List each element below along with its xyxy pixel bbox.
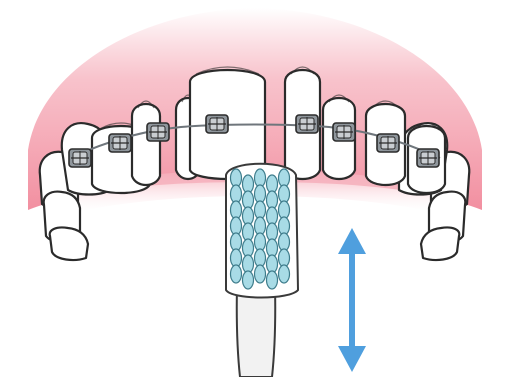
bristle-tuft bbox=[231, 185, 242, 203]
bristle-tuft bbox=[255, 185, 266, 203]
double-arrow-vertical-icon bbox=[338, 228, 366, 372]
bracket-icon bbox=[147, 123, 169, 141]
bristle-tuft bbox=[279, 217, 290, 235]
bristle-tuft bbox=[267, 175, 278, 193]
bristle-tuft bbox=[255, 265, 266, 283]
bracket-icon bbox=[69, 149, 91, 167]
bristle-tuft bbox=[231, 169, 242, 187]
bristle-tuft bbox=[255, 249, 266, 267]
bristle-tuft bbox=[231, 217, 242, 235]
bristle-tuft bbox=[279, 265, 290, 283]
bracket-icon bbox=[206, 115, 228, 133]
bristle-tuft bbox=[279, 201, 290, 219]
bristle-tuft bbox=[279, 249, 290, 267]
bracket-icon bbox=[109, 134, 131, 152]
bristle-tuft bbox=[255, 217, 266, 235]
bristle-tuft bbox=[255, 169, 266, 187]
bristle-tuft bbox=[243, 223, 254, 241]
bristle-tuft bbox=[243, 175, 254, 193]
bristle-tuft bbox=[267, 207, 278, 225]
bristle-tuft bbox=[231, 233, 242, 251]
bristle-tuft bbox=[255, 201, 266, 219]
bristle-tuft bbox=[267, 255, 278, 273]
bristle-tuft bbox=[267, 223, 278, 241]
bracket-icon bbox=[296, 115, 318, 133]
bristle-tuft bbox=[231, 201, 242, 219]
bracket-icon bbox=[377, 134, 399, 152]
bracket-icon bbox=[333, 123, 355, 141]
bristle-tuft bbox=[267, 191, 278, 209]
bristle-tuft bbox=[243, 207, 254, 225]
bristle-tuft bbox=[279, 233, 290, 251]
bristle-tuft bbox=[231, 265, 242, 283]
bristle-tuft bbox=[231, 249, 242, 267]
bristle-tuft bbox=[243, 255, 254, 273]
bristle-tuft bbox=[279, 169, 290, 187]
tooth bbox=[132, 104, 160, 185]
bristle-tuft bbox=[243, 191, 254, 209]
bristle-tuft bbox=[267, 239, 278, 257]
bristle-tuft bbox=[279, 185, 290, 203]
toothbrush-icon bbox=[226, 164, 298, 377]
bristle-tuft bbox=[267, 271, 278, 289]
bristles bbox=[231, 169, 290, 289]
bracket-icon bbox=[417, 149, 439, 167]
bristle-tuft bbox=[243, 271, 254, 289]
bristle-tuft bbox=[243, 239, 254, 257]
bristle-tuft bbox=[255, 233, 266, 251]
